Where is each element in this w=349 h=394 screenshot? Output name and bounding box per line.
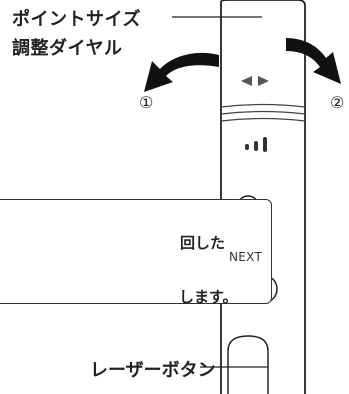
dial-band [220, 103, 306, 122]
curved-arrow-right-icon [286, 38, 341, 84]
dial-label-line2: 調整ダイヤル [12, 38, 123, 59]
laser-button[interactable] [227, 335, 269, 394]
callout-text-line2: します。 [179, 288, 238, 306]
curved-arrow-left-icon [144, 52, 219, 92]
signal-indicator-icon [245, 137, 267, 152]
dial-label-line1: ポイントサイズ [12, 9, 141, 30]
dial-direction-indicator-icon [241, 76, 269, 86]
laser-button-label: レーザーボタン [90, 360, 216, 381]
device-body-outline [220, 0, 306, 394]
callout-box [0, 199, 272, 304]
callout-text-line1: 回した [180, 234, 226, 252]
direction-marker-1: ① [139, 93, 154, 112]
next-button-label: NEXT [229, 250, 263, 264]
direction-marker-2: ② [330, 93, 345, 112]
